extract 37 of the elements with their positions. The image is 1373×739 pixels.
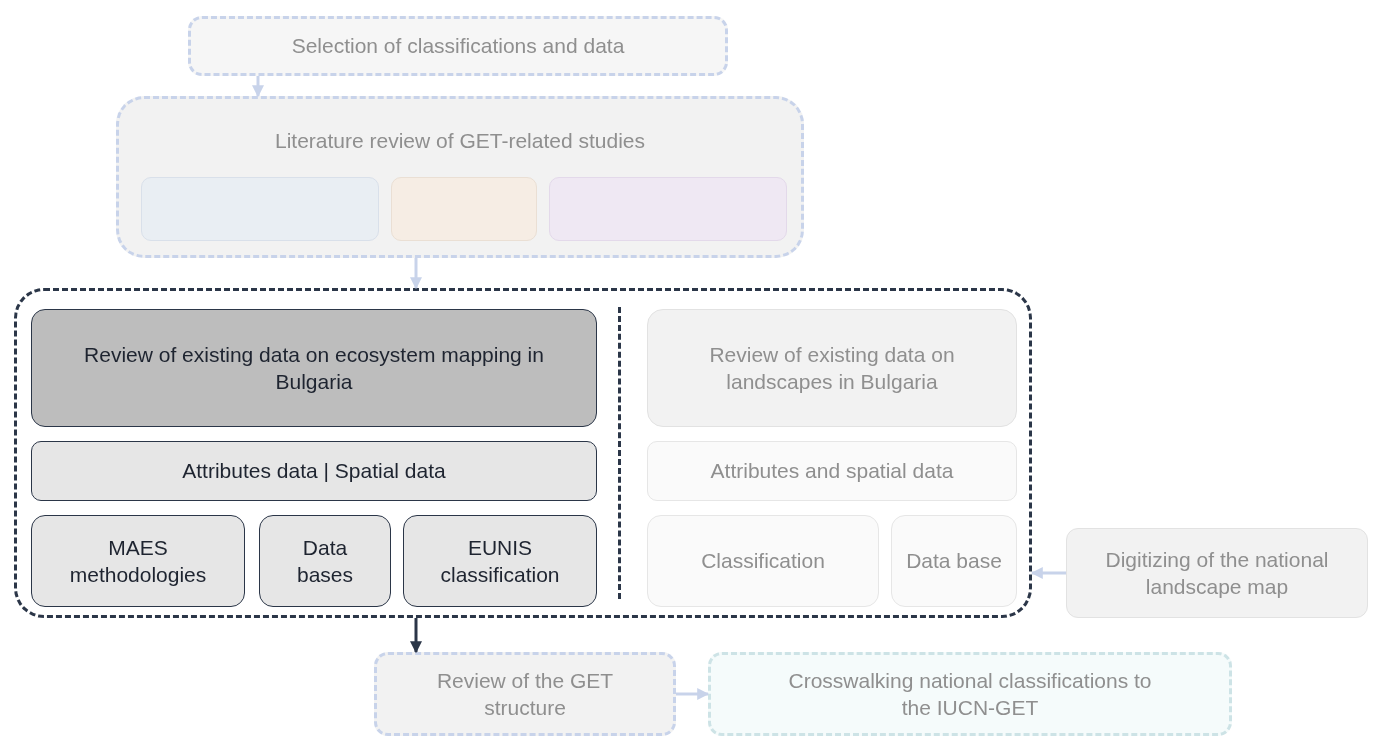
- arrow: [1030, 567, 1066, 579]
- source-box: [549, 177, 787, 241]
- source-box: [391, 177, 537, 241]
- node-label: Crosswalking national classifications to the IUCN-GET: [787, 667, 1153, 721]
- process-box: [374, 652, 676, 736]
- process-box: [31, 515, 245, 607]
- process-box: [891, 515, 1017, 607]
- node-label: Attributes and spatial data: [709, 458, 955, 485]
- process-box: [647, 441, 1017, 501]
- process-box: [259, 515, 391, 607]
- process-box: [647, 515, 879, 607]
- node-label: Digitizing of the national landscape map: [1104, 546, 1330, 600]
- process-box: [403, 515, 597, 607]
- node-label: Classification: [700, 548, 826, 575]
- process-box: [708, 652, 1232, 736]
- process-box: [188, 16, 728, 76]
- process-box: [31, 441, 597, 501]
- group-box: [14, 288, 1032, 618]
- arrow: [252, 76, 264, 98]
- node-label: Review of existing data on ecosystem mapping in Bulgaria: [83, 341, 545, 395]
- node-label: Data base: [905, 548, 1003, 575]
- arrow: [676, 688, 710, 700]
- process-box: [647, 309, 1017, 427]
- node-label: Review of existing data on landscapes in Bulgaria: [708, 341, 956, 395]
- group-box: [116, 96, 804, 258]
- process-box: [1066, 528, 1368, 618]
- node-label: Data bases: [295, 534, 354, 588]
- source-box: [141, 177, 379, 241]
- node-label: EUNIS classification: [439, 534, 561, 588]
- group-title: Literature review of GET-related studies: [274, 128, 646, 154]
- node-label: Selection of classifications and data: [290, 33, 626, 60]
- arrow: [410, 618, 422, 654]
- node-label: MAES methodologies: [68, 534, 208, 588]
- node-label: Attributes data | Spatial data: [181, 458, 447, 485]
- arrow: [410, 258, 422, 290]
- process-box: [31, 309, 597, 427]
- node-label: Review of the GET structure: [435, 667, 615, 721]
